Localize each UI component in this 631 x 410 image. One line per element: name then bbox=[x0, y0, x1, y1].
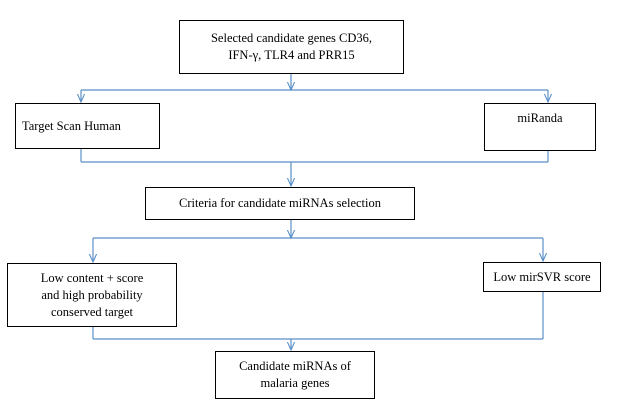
node-selected-genes-line-1: Selected candidate genes CD36, bbox=[210, 31, 373, 45]
node-candidate-line-1: Candidate miRNAs of bbox=[239, 359, 351, 373]
node-criteria: Criteria for candidate miRNAs selection bbox=[145, 187, 415, 220]
node-criteria-label: Criteria for candidate miRNAs selection bbox=[178, 196, 382, 210]
node-miranda: miRanda bbox=[484, 103, 596, 151]
node-low-content-line-3: conserved target bbox=[50, 304, 134, 319]
node-target-scan-human-label: Target Scan Human bbox=[22, 118, 121, 133]
node-low-content-score: Low content + score and high probability… bbox=[7, 263, 177, 327]
node-selected-genes-line-2: IFN-γ, TLR4 and PRR15 bbox=[228, 48, 355, 62]
node-target-scan-human: Target Scan Human bbox=[15, 103, 160, 149]
node-selected-genes: Selected candidate genes CD36, IFN-γ, TL… bbox=[179, 20, 404, 74]
node-candidate-mirnas: Candidate miRNAs of malaria genes bbox=[215, 351, 375, 399]
node-low-mirsvr-label: Low mirSVR score bbox=[493, 269, 591, 284]
node-candidate-line-2: malaria genes bbox=[260, 376, 330, 390]
node-miranda-label: miRanda bbox=[517, 111, 563, 125]
node-low-content-line-2: and high probability bbox=[41, 287, 143, 302]
node-low-content-line-1: Low content + score bbox=[40, 270, 144, 285]
node-low-mirsvr-score: Low mirSVR score bbox=[483, 262, 601, 292]
